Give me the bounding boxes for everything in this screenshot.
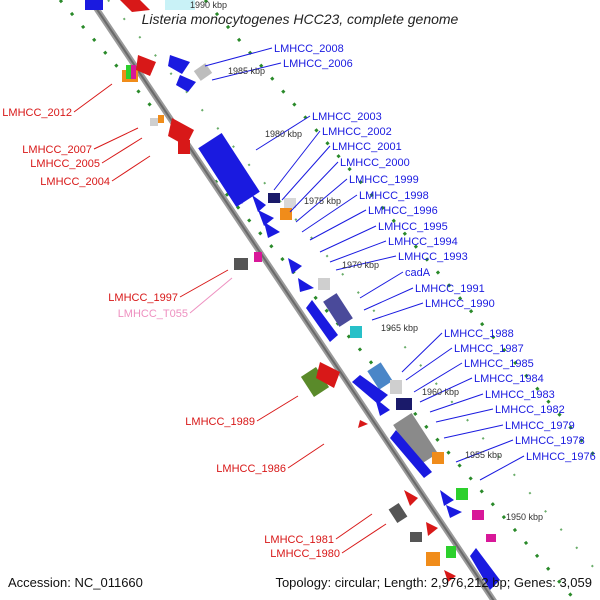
leader-line: [419, 377, 473, 403]
gene-label-reverse: LMHCC_1995: [378, 221, 448, 233]
gene-label-forward: LMHCC_1989: [185, 416, 255, 428]
tick-label: 1975 kbp: [304, 196, 341, 206]
gene-label-reverse: LMHCC_2001: [332, 141, 402, 153]
gene-label-reverse: LMHCC_1987: [454, 343, 524, 355]
leader-line: [189, 277, 233, 314]
gene-label-reverse: LMHCC_1988: [444, 328, 514, 340]
gene-label-reverse: LMHCC_2003: [312, 111, 382, 123]
gene-label-reverse: LMHCC_1999: [349, 174, 419, 186]
gene-label-reverse: LMHCC_1982: [495, 404, 565, 416]
gene-label-reverse: LMHCC_1983: [485, 389, 555, 401]
gene-label-forward: LMHCC_1997: [108, 292, 178, 304]
leader-line: [335, 255, 397, 271]
leader-line: [211, 62, 282, 81]
tick-label: 1980 kbp: [265, 129, 302, 139]
leader-line: [309, 209, 367, 241]
gene-label-forward: LMHCC_2005: [30, 158, 100, 170]
leader-line: [319, 225, 377, 253]
leader-line: [479, 455, 525, 481]
gene-label-forward: LMHCC_2012: [2, 107, 72, 119]
gene-label-forward: LMHCC_2007: [22, 144, 92, 156]
accession-text: Accession: NC_011660: [8, 575, 143, 590]
leader-line: [401, 332, 443, 373]
gene-label-forward: LMHCC_T055: [118, 308, 188, 320]
tick-label: 1985 kbp: [228, 66, 265, 76]
leader-line: [93, 127, 139, 150]
gene-label-forward: LMHCC_1980: [270, 548, 340, 560]
genome-summary-text: Topology: circular; Length: 2,976,212 bp…: [275, 575, 592, 590]
leader-line: [371, 302, 424, 321]
gene-label-reverse: LMHCC_2002: [322, 126, 392, 138]
gene-label-reverse: LMHCC_2000: [340, 157, 410, 169]
gene-label-forward: LMHCC_1981: [264, 534, 334, 546]
leader-line: [413, 362, 463, 393]
leader-line: [301, 194, 358, 233]
tick-label: 1955 kbp: [465, 450, 502, 460]
leader-line: [329, 240, 387, 263]
leader-line: [455, 439, 514, 463]
leader-line: [359, 271, 404, 299]
gene-label-reverse: LMHCC_1993: [398, 251, 468, 263]
gene-label-reverse: LMHCC_1994: [388, 236, 458, 248]
gene-label-forward: LMHCC_2004: [40, 176, 110, 188]
leader-line: [73, 83, 113, 113]
leader-line: [363, 287, 414, 311]
leader-line: [341, 523, 387, 554]
gene-label-reverse: LMHCC_1991: [415, 283, 485, 295]
forward-strand-features: [85, 0, 456, 582]
tick-label: 1970 kbp: [342, 260, 379, 270]
gene-label-reverse: LMHCC_1978: [515, 435, 585, 447]
gene-label-reverse: LMHCC_1990: [425, 298, 495, 310]
leader-line: [295, 178, 348, 223]
gene-label-forward: LMHCC_1986: [216, 463, 286, 475]
leader-line: [435, 408, 494, 423]
tick-label: 1965 kbp: [381, 323, 418, 333]
gene-label-reverse: cadA: [405, 267, 431, 279]
tick-label: 1990 kbp: [190, 0, 227, 10]
leader-line: [281, 145, 331, 201]
gene-label-reverse: LMHCC_1985: [464, 358, 534, 370]
gene-label-reverse: LMHCC_1976: [526, 451, 596, 463]
leader-line: [179, 269, 229, 298]
leader-line: [287, 443, 325, 469]
leader-line: [429, 393, 484, 413]
tick-label: 1950 kbp: [506, 512, 543, 522]
leader-line: [443, 424, 504, 439]
tick-label: 1960 kbp: [422, 387, 459, 397]
gene-label-reverse: LMHCC_1996: [368, 205, 438, 217]
leader-line: [335, 513, 373, 540]
leader-line: [101, 137, 143, 164]
label-layer: 1990 kbp 1985 kbp 1980 kbp 1975 kbp 1970 kbp…: [2, 0, 595, 560]
leader-line: [289, 161, 339, 213]
leader-line: [256, 395, 299, 422]
reverse-strand-features: [165, 0, 500, 590]
map-title: Listeria monocytogenes HCC23, complete g…: [141, 11, 459, 27]
gene-label-reverse: LMHCC_2008: [274, 43, 344, 55]
label-leader-lines: [73, 47, 525, 554]
leader-line: [111, 155, 151, 182]
gene-label-reverse: LMHCC_1979: [505, 420, 575, 432]
gene-label-reverse: LMHCC_1998: [359, 190, 429, 202]
gene-label-reverse: LMHCC_1984: [474, 373, 544, 385]
leader-line: [273, 130, 321, 191]
gene-label-reverse: LMHCC_2006: [283, 58, 353, 70]
leader-line: [405, 347, 453, 381]
leader-line: [255, 115, 311, 151]
leader-line: [204, 47, 273, 67]
